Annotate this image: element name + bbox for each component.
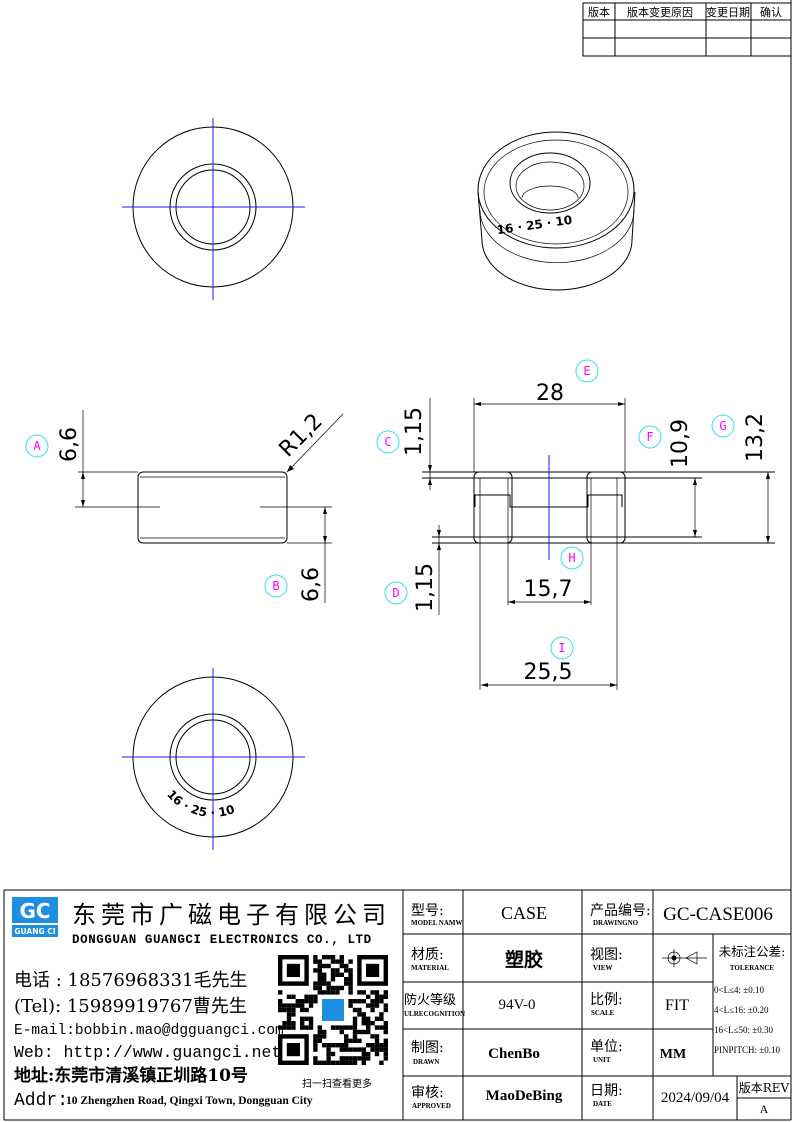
svg-text:GUANG CI: GUANG CI (14, 927, 55, 936)
tolerance-0: 0<L≤4: ±0.10 (714, 985, 764, 995)
rev-header-reason: 版本变更原因 (627, 5, 693, 19)
date-label: 日期: (590, 1083, 623, 1099)
fire-rating-label: 防火等级 (404, 992, 456, 1008)
company-logo: GC GUANG CI (12, 897, 58, 937)
model-label-en: MODEL NAMW (411, 919, 463, 927)
top-view (122, 118, 305, 300)
drawn-label: 制图: (411, 1040, 444, 1056)
company-block: GC GUANG CI 东莞市广磁电子有限公司 DONGGUAN GUANGCI… (12, 897, 391, 1111)
scale-label: 比例: (590, 992, 623, 1008)
scale-value: FIT (665, 997, 689, 1014)
svg-text:H: H (568, 551, 575, 565)
tag-e: E (575, 359, 599, 383)
rev-header-date: 变更日期 (706, 5, 750, 19)
dim-h: 15,7 (524, 577, 573, 602)
rev-label: 版本REV (739, 1081, 790, 1095)
drawing-no-value: GC-CASE006 (663, 904, 773, 925)
dim-radius: R1,2 (275, 409, 328, 462)
website[interactable]: Web: http://www.guangci.net (14, 1043, 281, 1062)
tag-d: D (384, 581, 408, 605)
email[interactable]: E-mail:bobbin.mao@dgguangci.com (14, 1023, 284, 1039)
dim-c: 1,15 (402, 407, 427, 456)
scale-label-en: SCALE (591, 1009, 615, 1017)
side-view: 6,6 6,6 R1,2 (57, 409, 344, 603)
approved-label: 审核: (411, 1085, 444, 1101)
dim-f: 10,9 (668, 419, 693, 468)
qr-logo-icon (322, 999, 344, 1021)
svg-text:E: E (583, 364, 590, 378)
unit-label: 单位: (590, 1039, 623, 1055)
projection-symbol-icon (662, 949, 707, 967)
address-cn: 地址:东莞市清溪镇正圳路10号 (14, 1065, 248, 1086)
rev-header-confirm: 确认 (760, 6, 782, 19)
tolerance-label: 未标注公差: (719, 944, 786, 959)
revision-table: 版本 版本变更原因 变更日期 确认 (582, 2, 792, 57)
drawn-value: ChenBo (488, 1046, 540, 1062)
drawing-no-label: 产品编号: (590, 903, 651, 919)
model-label: 型号: (411, 903, 444, 919)
tag-b: B (264, 574, 288, 598)
unit-value: MM (660, 1047, 686, 1062)
dim-d: 1,15 (413, 563, 438, 612)
rev-value: A (760, 1102, 769, 1116)
reference-tags: A B C D E F G H I (25, 359, 735, 660)
tag-a: A (25, 434, 49, 458)
material-label-en: MATERIAL (411, 964, 449, 972)
title-block: 型号: MODEL NAMW CASE 产品编号: DRAWINGNO GC-C… (402, 890, 791, 1120)
tag-f: F (638, 425, 662, 449)
svg-text:F: F (646, 430, 653, 444)
material-label: 材质: (411, 947, 444, 963)
svg-text:A: A (33, 439, 41, 453)
qr-caption: 扫一扫查看更多 (302, 1077, 372, 1090)
svg-text:GC: GC (19, 899, 50, 923)
company-name-cn: 东莞市广磁电子有限公司 (72, 901, 391, 929)
company-name-en: DONGGUAN GUANGCI ELECTRONICS CO., LTD (72, 933, 372, 947)
sheet-frame (3, 0, 792, 1121)
phone-1: 电话 : 18576968331毛先生 (14, 970, 247, 991)
svg-text:I: I (558, 641, 565, 655)
svg-text:C: C (384, 435, 391, 449)
tag-g: G (711, 414, 735, 438)
fire-rating-label-en: ULRECOGNITION (404, 1010, 465, 1018)
tolerance-1: 4<L≤16: ±0.20 (714, 1005, 769, 1015)
address-en: 10 Zhengzhen Road, Qingxi Town, Dongguan… (66, 1095, 313, 1107)
phone-2: (Tel): 15989919767曹先生 (14, 996, 247, 1017)
svg-text:D: D (392, 586, 399, 600)
dim-g: 13,2 (743, 413, 768, 462)
dim-b: 6,6 (299, 567, 324, 602)
section-view: 28 15,7 25,5 1,15 1,15 10,9 13,2 (402, 381, 775, 690)
model-value: CASE (501, 903, 547, 923)
svg-text:B: B (272, 579, 279, 593)
date-label-en: DATE (593, 1100, 612, 1108)
approved-label-en: APPROVED (412, 1102, 451, 1110)
bottom-view: 16 · 25 · 10 (122, 668, 305, 850)
isometric-view: 16 · 25 · 10 (477, 131, 636, 291)
approved-value: MaoDeBing (486, 1088, 563, 1104)
tolerance-2: 16<L≤50: ±0.30 (714, 1025, 773, 1035)
drawn-label-en: DRAWN (413, 1058, 439, 1066)
dim-i: 25,5 (524, 660, 573, 685)
view-label-en: VIEW (593, 964, 612, 972)
address-label: Addr: (14, 1091, 68, 1111)
fire-rating-value: 94V-0 (499, 997, 536, 1013)
tolerance-3: PINPITCH: ±0.10 (714, 1045, 780, 1055)
tag-c: C (376, 430, 400, 454)
rev-header-version: 版本 (588, 5, 610, 19)
dim-a: 6,6 (57, 427, 82, 462)
dim-e: 28 (536, 381, 564, 406)
view-label: 视图: (590, 947, 623, 963)
svg-text:G: G (719, 419, 726, 433)
isometric-marking: 16 · 25 · 10 (496, 213, 573, 237)
drawing-no-label-en: DRAWINGNO (593, 919, 639, 927)
tag-i: I (550, 636, 574, 660)
qr-code[interactable] (278, 955, 388, 1065)
tag-h: H (560, 546, 584, 570)
material-value: 塑胶 (505, 948, 543, 971)
unit-label-en: UNIT (593, 1056, 611, 1064)
date-value: 2024/09/04 (661, 1090, 730, 1106)
tolerance-label-en: TOLERANCE (730, 964, 775, 972)
